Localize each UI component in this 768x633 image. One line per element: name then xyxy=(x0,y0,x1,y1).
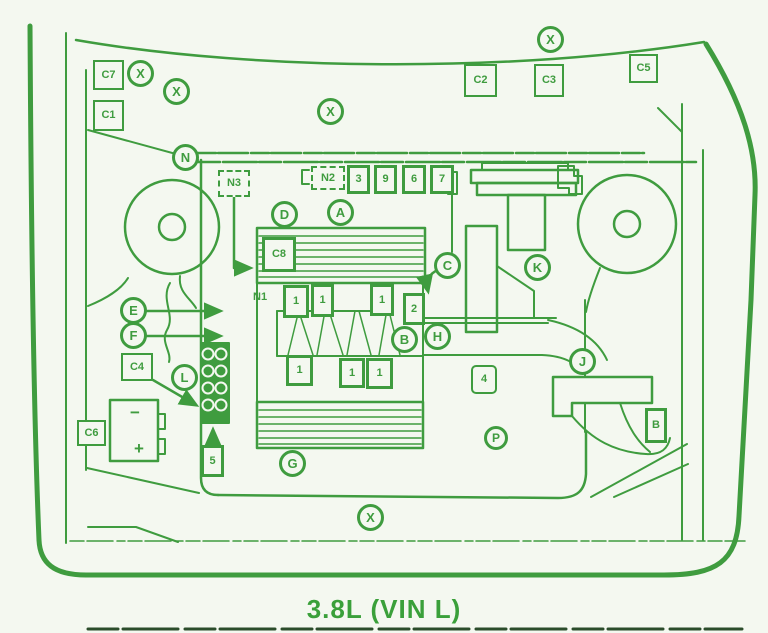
marker-circle-c: C xyxy=(434,252,461,279)
marker-circle-x2: X xyxy=(163,78,190,105)
marker-box-coil-1e: 1 xyxy=(339,358,365,388)
marker-circle-d: D xyxy=(271,201,298,228)
callout-arrows xyxy=(145,169,440,448)
marker-circle-x4: X xyxy=(537,26,564,53)
marker-box-coil-1b: 1 xyxy=(311,284,334,317)
marker-box-relay-5: 5 xyxy=(201,445,224,477)
battery-plus-sign: + xyxy=(134,439,144,458)
marker-circle-x3: X xyxy=(317,98,344,125)
marker-box-b: B xyxy=(645,408,667,443)
marker-box-c6: C6 xyxy=(77,420,106,446)
marker-box-c4: C4 xyxy=(121,353,153,381)
marker-dashed-n3: N3 xyxy=(218,170,250,197)
battery-minus-sign: − xyxy=(130,403,140,422)
marker-box-fuse-6: 6 xyxy=(402,165,426,194)
marker-box-coil-1c: 1 xyxy=(370,284,394,316)
marker-circle-g: G xyxy=(279,450,306,477)
marker-box-fuse-3: 3 xyxy=(347,165,370,194)
marker-box-c2: C2 xyxy=(464,64,497,97)
marker-box-fuse-9: 9 xyxy=(374,165,397,194)
marker-circle-k: K xyxy=(524,254,551,281)
marker-dashed-n2: N2 xyxy=(311,166,345,190)
marker-circle-x5: X xyxy=(357,504,384,531)
marker-circle-l: L xyxy=(171,364,198,391)
marker-circle-f: F xyxy=(120,322,147,349)
marker-box-relay-4: 4 xyxy=(471,365,497,394)
label-n1: N1 xyxy=(253,291,268,303)
marker-box-fuse-7: 7 xyxy=(430,165,454,194)
marker-box-c3: C3 xyxy=(534,64,564,97)
marker-circle-e: E xyxy=(120,297,147,324)
marker-box-relay-2: 2 xyxy=(403,293,425,325)
marker-box-coil-1a: 1 xyxy=(283,285,309,318)
accessory-column xyxy=(464,224,535,334)
marker-box-c1: C1 xyxy=(93,100,124,131)
marker-circle-b: B xyxy=(391,326,418,353)
marker-circle-j: J xyxy=(569,348,596,375)
battery xyxy=(108,398,166,463)
body-outline xyxy=(27,23,758,631)
marker-box-c7: C7 xyxy=(93,60,124,90)
marker-box-c5: C5 xyxy=(629,54,658,83)
engine-bay-boundary xyxy=(86,151,698,543)
marker-circle-p: P xyxy=(484,426,508,450)
marker-box-c8: C8 xyxy=(262,237,296,272)
marker-circle-n: N xyxy=(172,144,199,171)
marker-circle-a: A xyxy=(327,199,354,226)
marker-box-coil-1d: 1 xyxy=(286,355,313,386)
ignition-coil-pack xyxy=(200,342,230,424)
marker-circle-x1: X xyxy=(127,60,154,87)
diagram-title: 3.8L (VIN L) xyxy=(306,594,462,624)
right-bracket-assembly xyxy=(551,375,671,456)
marker-box-coil-1f: 1 xyxy=(366,358,393,389)
left-pulley xyxy=(87,178,221,363)
marker-circle-h: H xyxy=(424,323,451,350)
